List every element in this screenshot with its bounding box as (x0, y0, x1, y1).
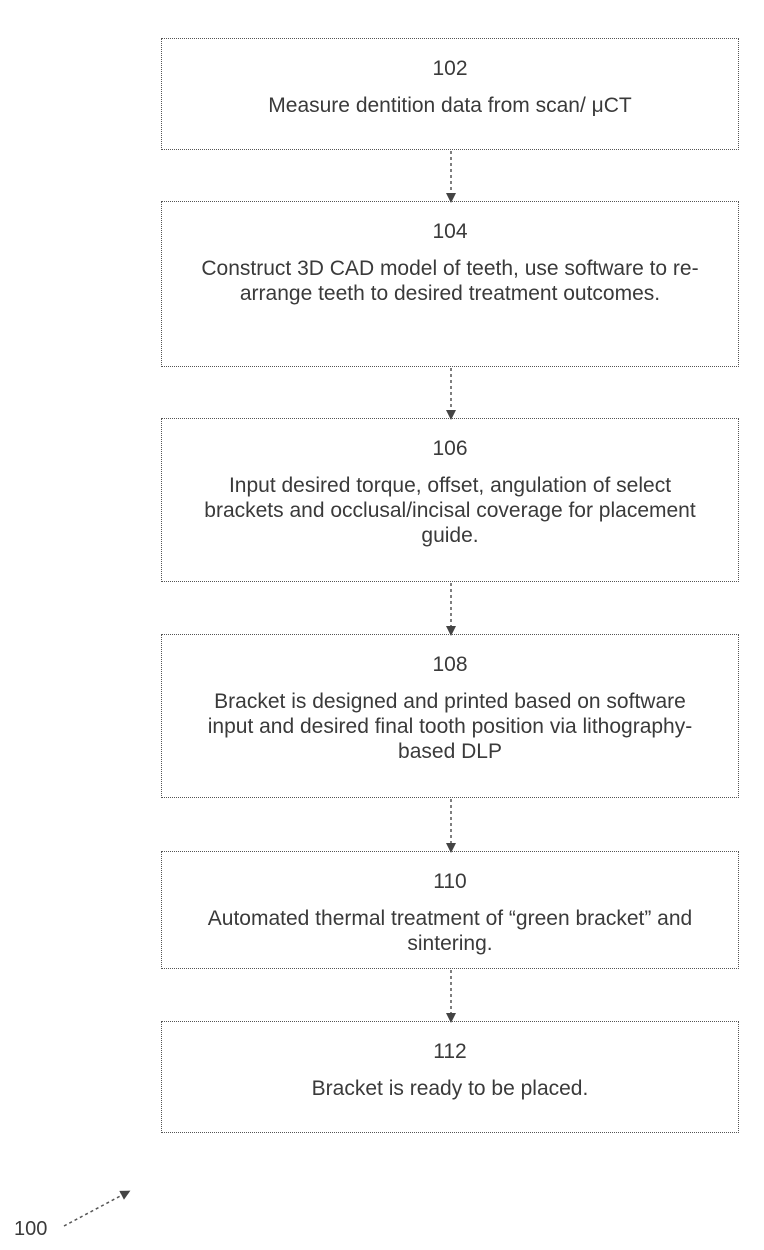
figure-reference-label: 100 (14, 1218, 47, 1240)
